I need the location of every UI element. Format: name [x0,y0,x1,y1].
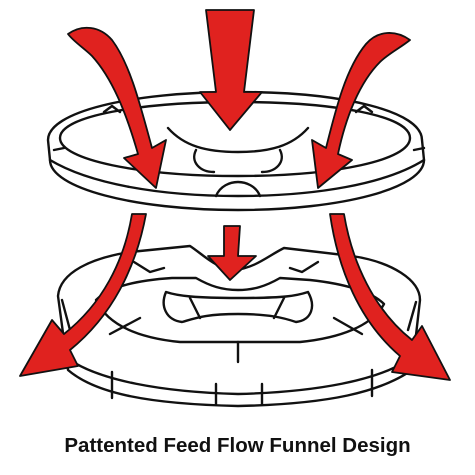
flow-arrow-lower-center [207,225,257,281]
diagram-caption: Pattented Feed Flow Funnel Design [64,434,411,457]
flow-arrow-lower-left [19,213,147,377]
feeder-base [56,244,422,408]
flow-arrow-top-left [67,26,167,189]
flow-arrows [19,9,451,381]
flow-arrow-top-center [199,9,263,131]
flow-arrow-lower-right [329,213,451,381]
funnel-flow-diagram [19,9,451,408]
flow-arrow-top-right [311,32,411,189]
